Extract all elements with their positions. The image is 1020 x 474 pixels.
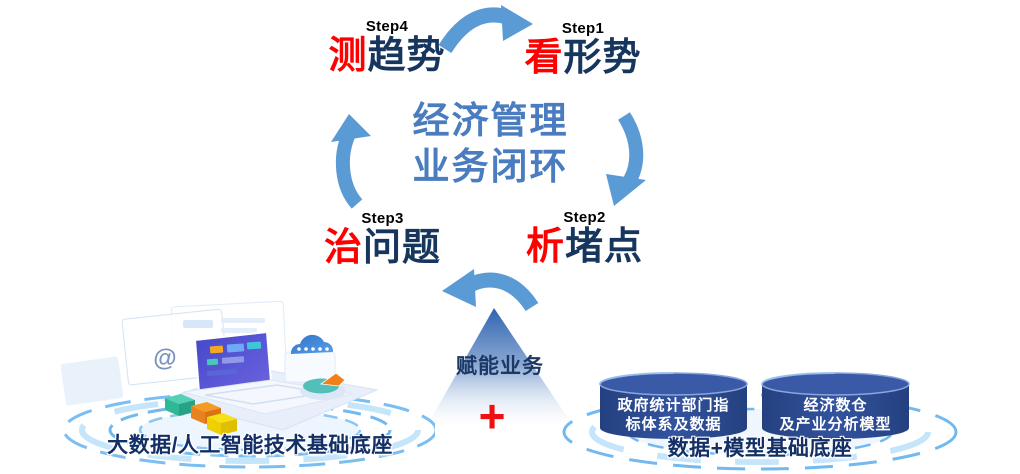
step3-rest-text: 问题 bbox=[363, 227, 442, 269]
arrow-step4-to-step1-icon bbox=[438, 5, 533, 53]
database-cylinder-gov-stats-icon: 政府统计部门指 标体系及数据 bbox=[599, 372, 748, 439]
cylinder1-line1: 政府统计部门指 bbox=[617, 396, 729, 414]
step4-highlight-char: 测 bbox=[328, 35, 368, 77]
step2-title: 析堵点 bbox=[522, 226, 647, 268]
step3-label: Step3 bbox=[361, 210, 404, 227]
step3-title: 治问题 bbox=[320, 227, 445, 269]
cylinder1-line2: 标体系及数据 bbox=[624, 415, 721, 433]
step1-highlight-char: 看 bbox=[524, 37, 564, 79]
step1-group: Step1 看形势 bbox=[518, 20, 648, 79]
step1-title: 看形势 bbox=[518, 37, 648, 79]
step3-highlight-char: 治 bbox=[323, 227, 363, 269]
cloud-server-icon bbox=[284, 334, 336, 383]
cycle-title-line2: 业务闭环 bbox=[412, 146, 569, 187]
enable-triangle-label: 赋能业务 bbox=[456, 355, 544, 378]
cylinder2-line1: 经济数仓 bbox=[803, 396, 867, 414]
pie-chart-icon bbox=[300, 372, 346, 400]
step3-group: Step3 治问题 bbox=[320, 210, 445, 269]
plus-sign: + bbox=[478, 390, 506, 442]
arrow-step1-to-step2-icon bbox=[606, 112, 646, 206]
enable-triangle-icon bbox=[428, 308, 572, 424]
step2-highlight-char: 析 bbox=[525, 226, 565, 268]
left-platform-caption: 大数据/人工智能技术基础底座 bbox=[107, 434, 393, 457]
step4-group: Step4 测趋势 bbox=[322, 18, 452, 77]
bigdata-ai-platform-illustration: @ bbox=[60, 300, 435, 469]
step2-label: Step2 bbox=[563, 209, 606, 226]
at-symbol-icon: @ bbox=[153, 345, 176, 372]
cycle-title-line1: 经济管理 bbox=[412, 100, 569, 141]
step4-label: Step4 bbox=[365, 18, 409, 35]
database-cylinder-econ-warehouse-icon: 经济数仓 及产业分析模型 bbox=[761, 372, 910, 439]
step4-title: 测趋势 bbox=[322, 35, 452, 77]
data-cubes-icon bbox=[165, 394, 237, 435]
step4-rest-text: 趋势 bbox=[367, 35, 446, 77]
arrow-step3-to-step4-icon bbox=[331, 114, 371, 209]
step2-group: Step2 析堵点 bbox=[522, 209, 647, 268]
cylinder2-line2: 及产业分析模型 bbox=[779, 415, 891, 433]
step2-rest-text: 堵点 bbox=[565, 226, 644, 268]
step1-rest-text: 形势 bbox=[563, 37, 642, 79]
data-model-platform-illustration: 政府统计部门指 标体系及数据 经济数仓 及产业分析模型 bbox=[562, 372, 958, 471]
arrow-step2-to-step3-icon bbox=[442, 269, 539, 312]
right-platform-caption: 数据+模型基础底座 bbox=[667, 437, 853, 460]
cycle-center-title: 经济管理 业务闭环 bbox=[393, 98, 588, 190]
step1-label: Step1 bbox=[561, 20, 605, 37]
